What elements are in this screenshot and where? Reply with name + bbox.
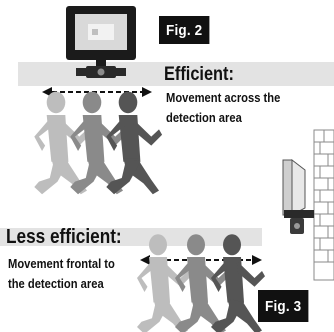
brick-wall-icon <box>313 129 334 281</box>
floodlight-icon <box>282 158 314 234</box>
efficient-heading: Efficient: <box>164 64 234 85</box>
fig-3-badge: Fig. 3 <box>258 290 309 322</box>
runner-icon <box>34 91 91 195</box>
efficient-description: Movement across the detection area <box>166 88 280 128</box>
runner-icon <box>106 91 163 195</box>
less-efficient-description-line-2: the detection area <box>8 276 104 291</box>
efficient-description-line-2: detection area <box>166 110 242 125</box>
efficient-band <box>18 62 334 86</box>
less-efficient-description: Movement frontal to the detection area <box>8 254 115 294</box>
fig-2-badge: Fig. 2 <box>159 16 210 44</box>
less-efficient-description-line-1: Movement frontal to <box>8 256 115 271</box>
less-efficient-heading: Less efficient: <box>6 226 122 248</box>
efficient-description-line-1: Movement across the <box>166 90 281 105</box>
floodlight-icon <box>66 6 136 78</box>
runner-icon <box>70 91 127 195</box>
